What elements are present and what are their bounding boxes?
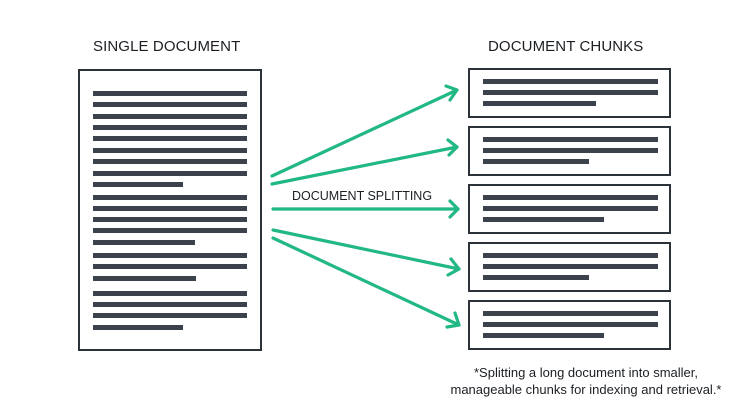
document-chunk xyxy=(468,126,671,176)
text-line xyxy=(93,264,247,269)
footnote-line-2: manageable chunks for indexing and retri… xyxy=(450,382,722,397)
text-line xyxy=(93,148,247,153)
text-line xyxy=(93,217,247,222)
text-line xyxy=(93,325,183,330)
text-line xyxy=(483,206,658,211)
arrow-icon xyxy=(271,199,460,219)
text-line xyxy=(93,102,247,107)
text-line xyxy=(93,253,247,258)
text-line xyxy=(93,195,247,200)
text-line xyxy=(483,322,658,327)
arrow-icon xyxy=(270,84,459,178)
text-line xyxy=(483,333,604,338)
document-chunk xyxy=(468,300,671,350)
text-line xyxy=(483,148,658,153)
single-document-title: SINGLE DOCUMENT xyxy=(93,38,241,55)
document-splitting-label: DOCUMENT SPLITTING xyxy=(292,189,433,203)
text-line xyxy=(483,217,604,222)
arrow-icon xyxy=(270,138,459,186)
text-line xyxy=(93,114,247,119)
text-line xyxy=(93,91,247,96)
arrow-icon xyxy=(271,228,461,277)
text-line xyxy=(93,240,195,245)
footnote-line-1: *Splitting a long document into smaller, xyxy=(473,365,698,380)
text-line xyxy=(483,264,658,269)
document-chunk xyxy=(468,242,671,292)
text-line xyxy=(483,137,658,142)
text-line xyxy=(483,159,589,164)
text-line xyxy=(483,101,596,106)
text-line xyxy=(93,313,247,318)
text-line xyxy=(483,90,658,95)
text-line xyxy=(93,206,247,211)
text-line xyxy=(93,276,196,281)
text-line xyxy=(93,125,247,130)
single-document xyxy=(78,69,262,351)
text-line xyxy=(93,171,247,176)
text-line xyxy=(483,195,658,200)
text-line xyxy=(93,182,183,187)
text-line xyxy=(93,159,247,164)
footnote: *Splitting a long document into smaller,… xyxy=(416,364,750,398)
text-line xyxy=(483,311,658,316)
document-chunk xyxy=(468,184,671,234)
document-chunks-title: DOCUMENT CHUNKS xyxy=(488,38,644,55)
text-line xyxy=(93,228,247,233)
text-line xyxy=(93,136,247,141)
arrow-icon xyxy=(271,236,461,329)
text-line xyxy=(93,302,247,307)
text-line xyxy=(483,79,658,84)
text-line xyxy=(483,253,658,258)
text-line xyxy=(93,291,247,296)
document-chunk xyxy=(468,68,671,118)
text-line xyxy=(483,275,589,280)
